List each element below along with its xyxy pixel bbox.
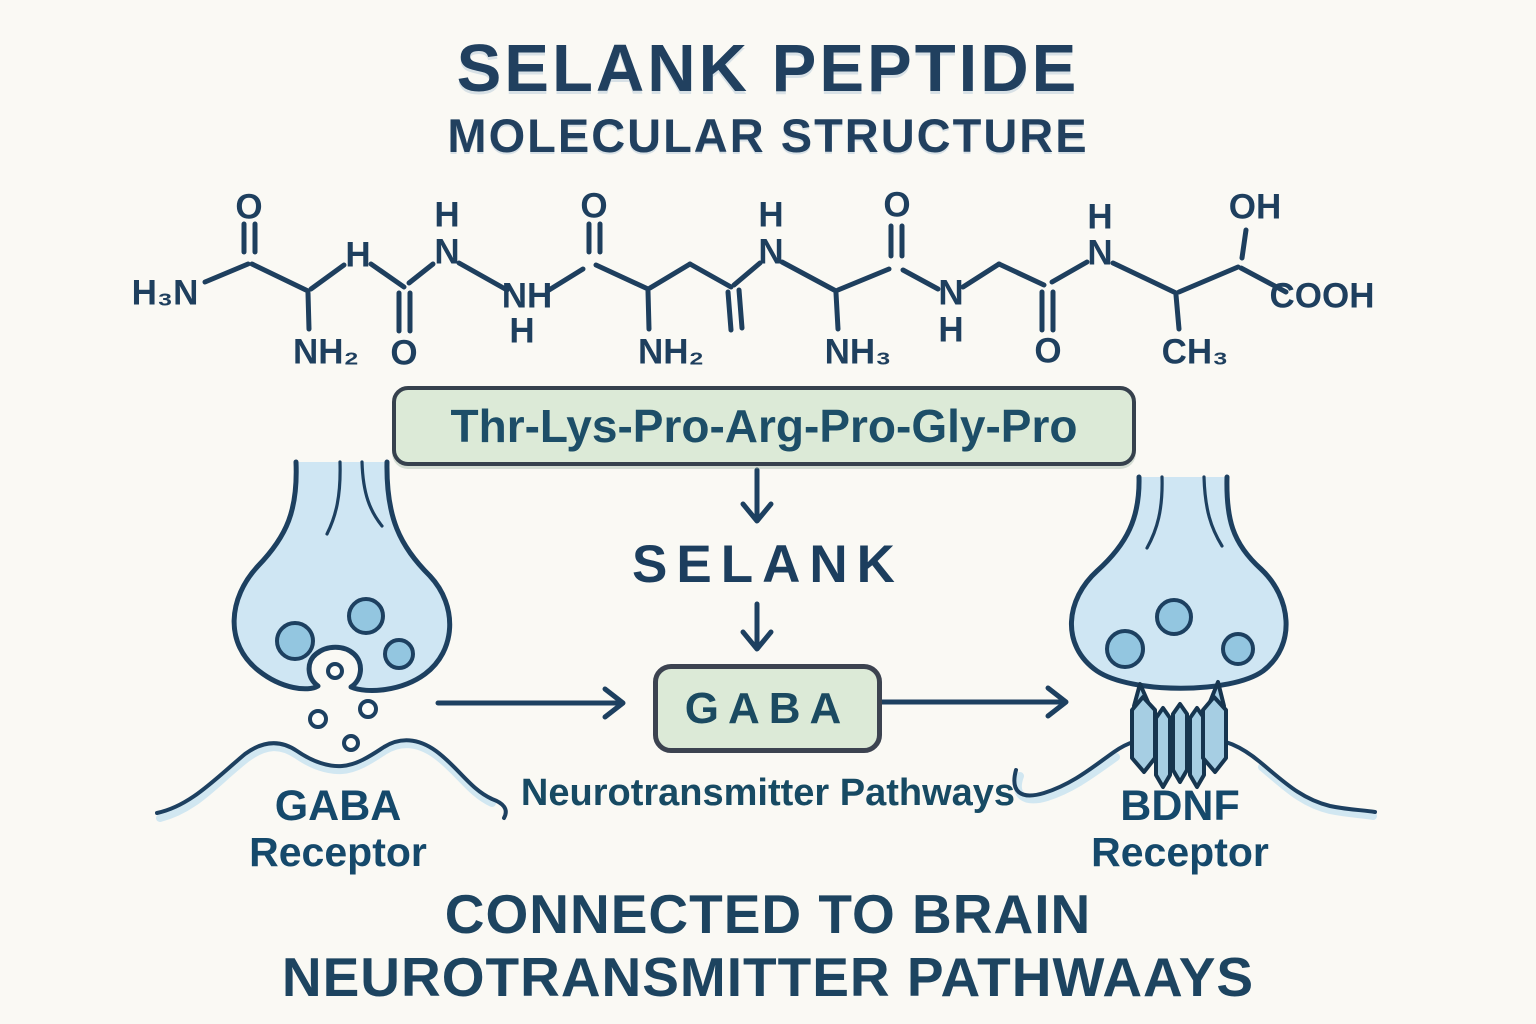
atom-label: NH₂ [293, 333, 359, 372]
stem-fold-line [360, 460, 384, 528]
pathways-caption: Neurotransmitter Pathways [520, 772, 1016, 814]
atom-label: O [390, 334, 417, 373]
bond-line [249, 261, 311, 294]
arrow-down-sequence-to-selank [740, 467, 774, 524]
vesicle [1105, 629, 1145, 669]
atom-label: NH [502, 277, 553, 316]
atom-label: N [434, 233, 459, 272]
bond-line [456, 260, 510, 293]
atom-label: NH₃ [825, 333, 892, 372]
vesicle [275, 621, 315, 661]
atom-label: OH [1229, 188, 1282, 227]
atom-label: CH₃ [1162, 333, 1229, 372]
bond-line [1238, 265, 1289, 295]
vesicle [1155, 598, 1193, 636]
bond-line [833, 290, 841, 332]
atom-label: N [938, 274, 963, 313]
bond-line [996, 261, 1047, 288]
bond-line [647, 261, 693, 291]
bond-line [1110, 260, 1179, 296]
bdnf-receptor-proteins [1130, 680, 1228, 789]
bdnf-receptor-line1: BDNF [1120, 782, 1240, 830]
atom-label: O [235, 188, 262, 227]
bond-line [368, 261, 407, 290]
atom-label: H₃N [132, 274, 199, 313]
bond-line [645, 288, 652, 332]
atom-label: O [1034, 332, 1061, 371]
gaba-node-label: GABA [684, 683, 851, 733]
footer-line1: CONNECTED TO BRAIN [444, 883, 1092, 945]
gaba-node-box: GABA [653, 664, 882, 753]
atom-label: H [1087, 198, 1112, 237]
neurotransmitter-dot [326, 662, 344, 680]
atom-label: H [434, 196, 459, 235]
bond-line [1176, 264, 1241, 295]
bond-line [731, 260, 763, 288]
bond-line [725, 289, 734, 333]
atom-label: H [509, 312, 534, 351]
gaba-receptor-label: GABA Receptor [188, 783, 488, 875]
atom-label: O [883, 186, 910, 225]
atom-label: COOH [1270, 277, 1375, 316]
atom-label: H [758, 196, 783, 235]
atom-label: H [938, 311, 963, 350]
left-synapse-terminal-illustration [155, 459, 508, 822]
left-postsynaptic-membrane [155, 738, 508, 820]
bond-line [305, 290, 312, 332]
bond-line [593, 262, 651, 292]
atom-label: NH₂ [638, 333, 704, 372]
footer-line2: NEUROTRANSMITTER PATHWAAYS [281, 946, 1255, 1008]
bond-line [779, 259, 839, 294]
bond-line [1049, 259, 1090, 285]
neurotransmitter-dot [308, 709, 328, 729]
atom-label: H [345, 236, 370, 275]
peptide-sequence-box: Thr-Lys-Pro-Arg-Pro-Gly-Pro [392, 386, 1136, 466]
bond-line [687, 261, 734, 290]
stem-fold-line [1145, 475, 1164, 550]
bond-line [308, 262, 347, 292]
bond-line [1239, 227, 1249, 261]
neurotransmitter-dot [358, 699, 378, 719]
page-subtitle: MOLECULAR STRUCTURE [447, 109, 1089, 162]
bdnf-receptor-line2: Receptor [1091, 829, 1269, 875]
bond-line [546, 266, 586, 293]
bond-line [960, 261, 1002, 290]
stem-fold-line [1202, 475, 1224, 548]
gaba-receptor-line2: Receptor [249, 829, 427, 875]
bond-line [202, 261, 251, 285]
arrow-down-selank-to-gaba [740, 601, 774, 652]
bond-line [900, 267, 941, 292]
selank-label: SELANK [632, 535, 904, 594]
membrane-shadow [156, 740, 496, 822]
bond-line [835, 266, 892, 293]
flow-arrows [435, 467, 1069, 720]
gaba-receptor-line1: GABA [274, 782, 402, 830]
bond-line [736, 287, 745, 331]
page-title: SELANK PEPTIDE [456, 31, 1080, 106]
vesicle [1221, 632, 1255, 666]
arrow-gaba-to-right-synapse [878, 685, 1069, 719]
vesicle [383, 638, 415, 670]
atom-label: N [1087, 234, 1112, 273]
stem-fold-line [325, 460, 342, 536]
atom-label: N [758, 233, 783, 272]
vesicle [347, 597, 385, 635]
bond-line [406, 261, 436, 286]
bond-line [1173, 292, 1182, 332]
peptide-sequence-label: Thr-Lys-Pro-Arg-Pro-Gly-Pro [450, 400, 1078, 452]
atom-label: O [580, 187, 607, 226]
right-synapse-terminal-illustration [1012, 474, 1377, 820]
arrow-left-synapse-to-gaba [435, 686, 626, 720]
neurotransmitter-dot [342, 734, 360, 752]
bdnf-receptor-label: BDNF Receptor [1030, 783, 1330, 875]
